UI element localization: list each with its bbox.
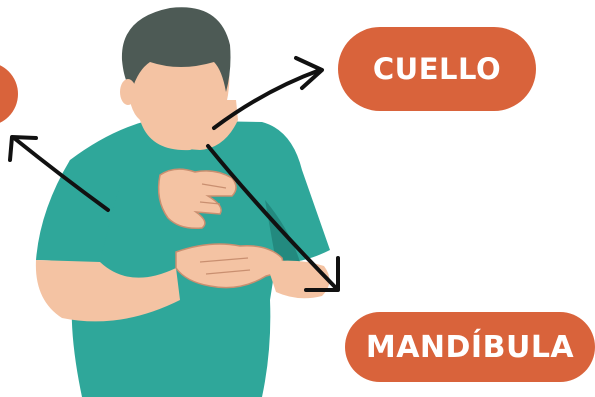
- label-cuello-text: CUELLO: [373, 52, 501, 86]
- ear: [120, 79, 136, 105]
- label-mandibula-text: MANDÍBULA: [366, 330, 574, 365]
- arrow-to-cuello: [214, 58, 322, 128]
- right-forearm: [266, 261, 330, 299]
- label-cuello: CUELLO: [338, 27, 536, 111]
- label-mandibula: MANDÍBULA: [345, 312, 595, 382]
